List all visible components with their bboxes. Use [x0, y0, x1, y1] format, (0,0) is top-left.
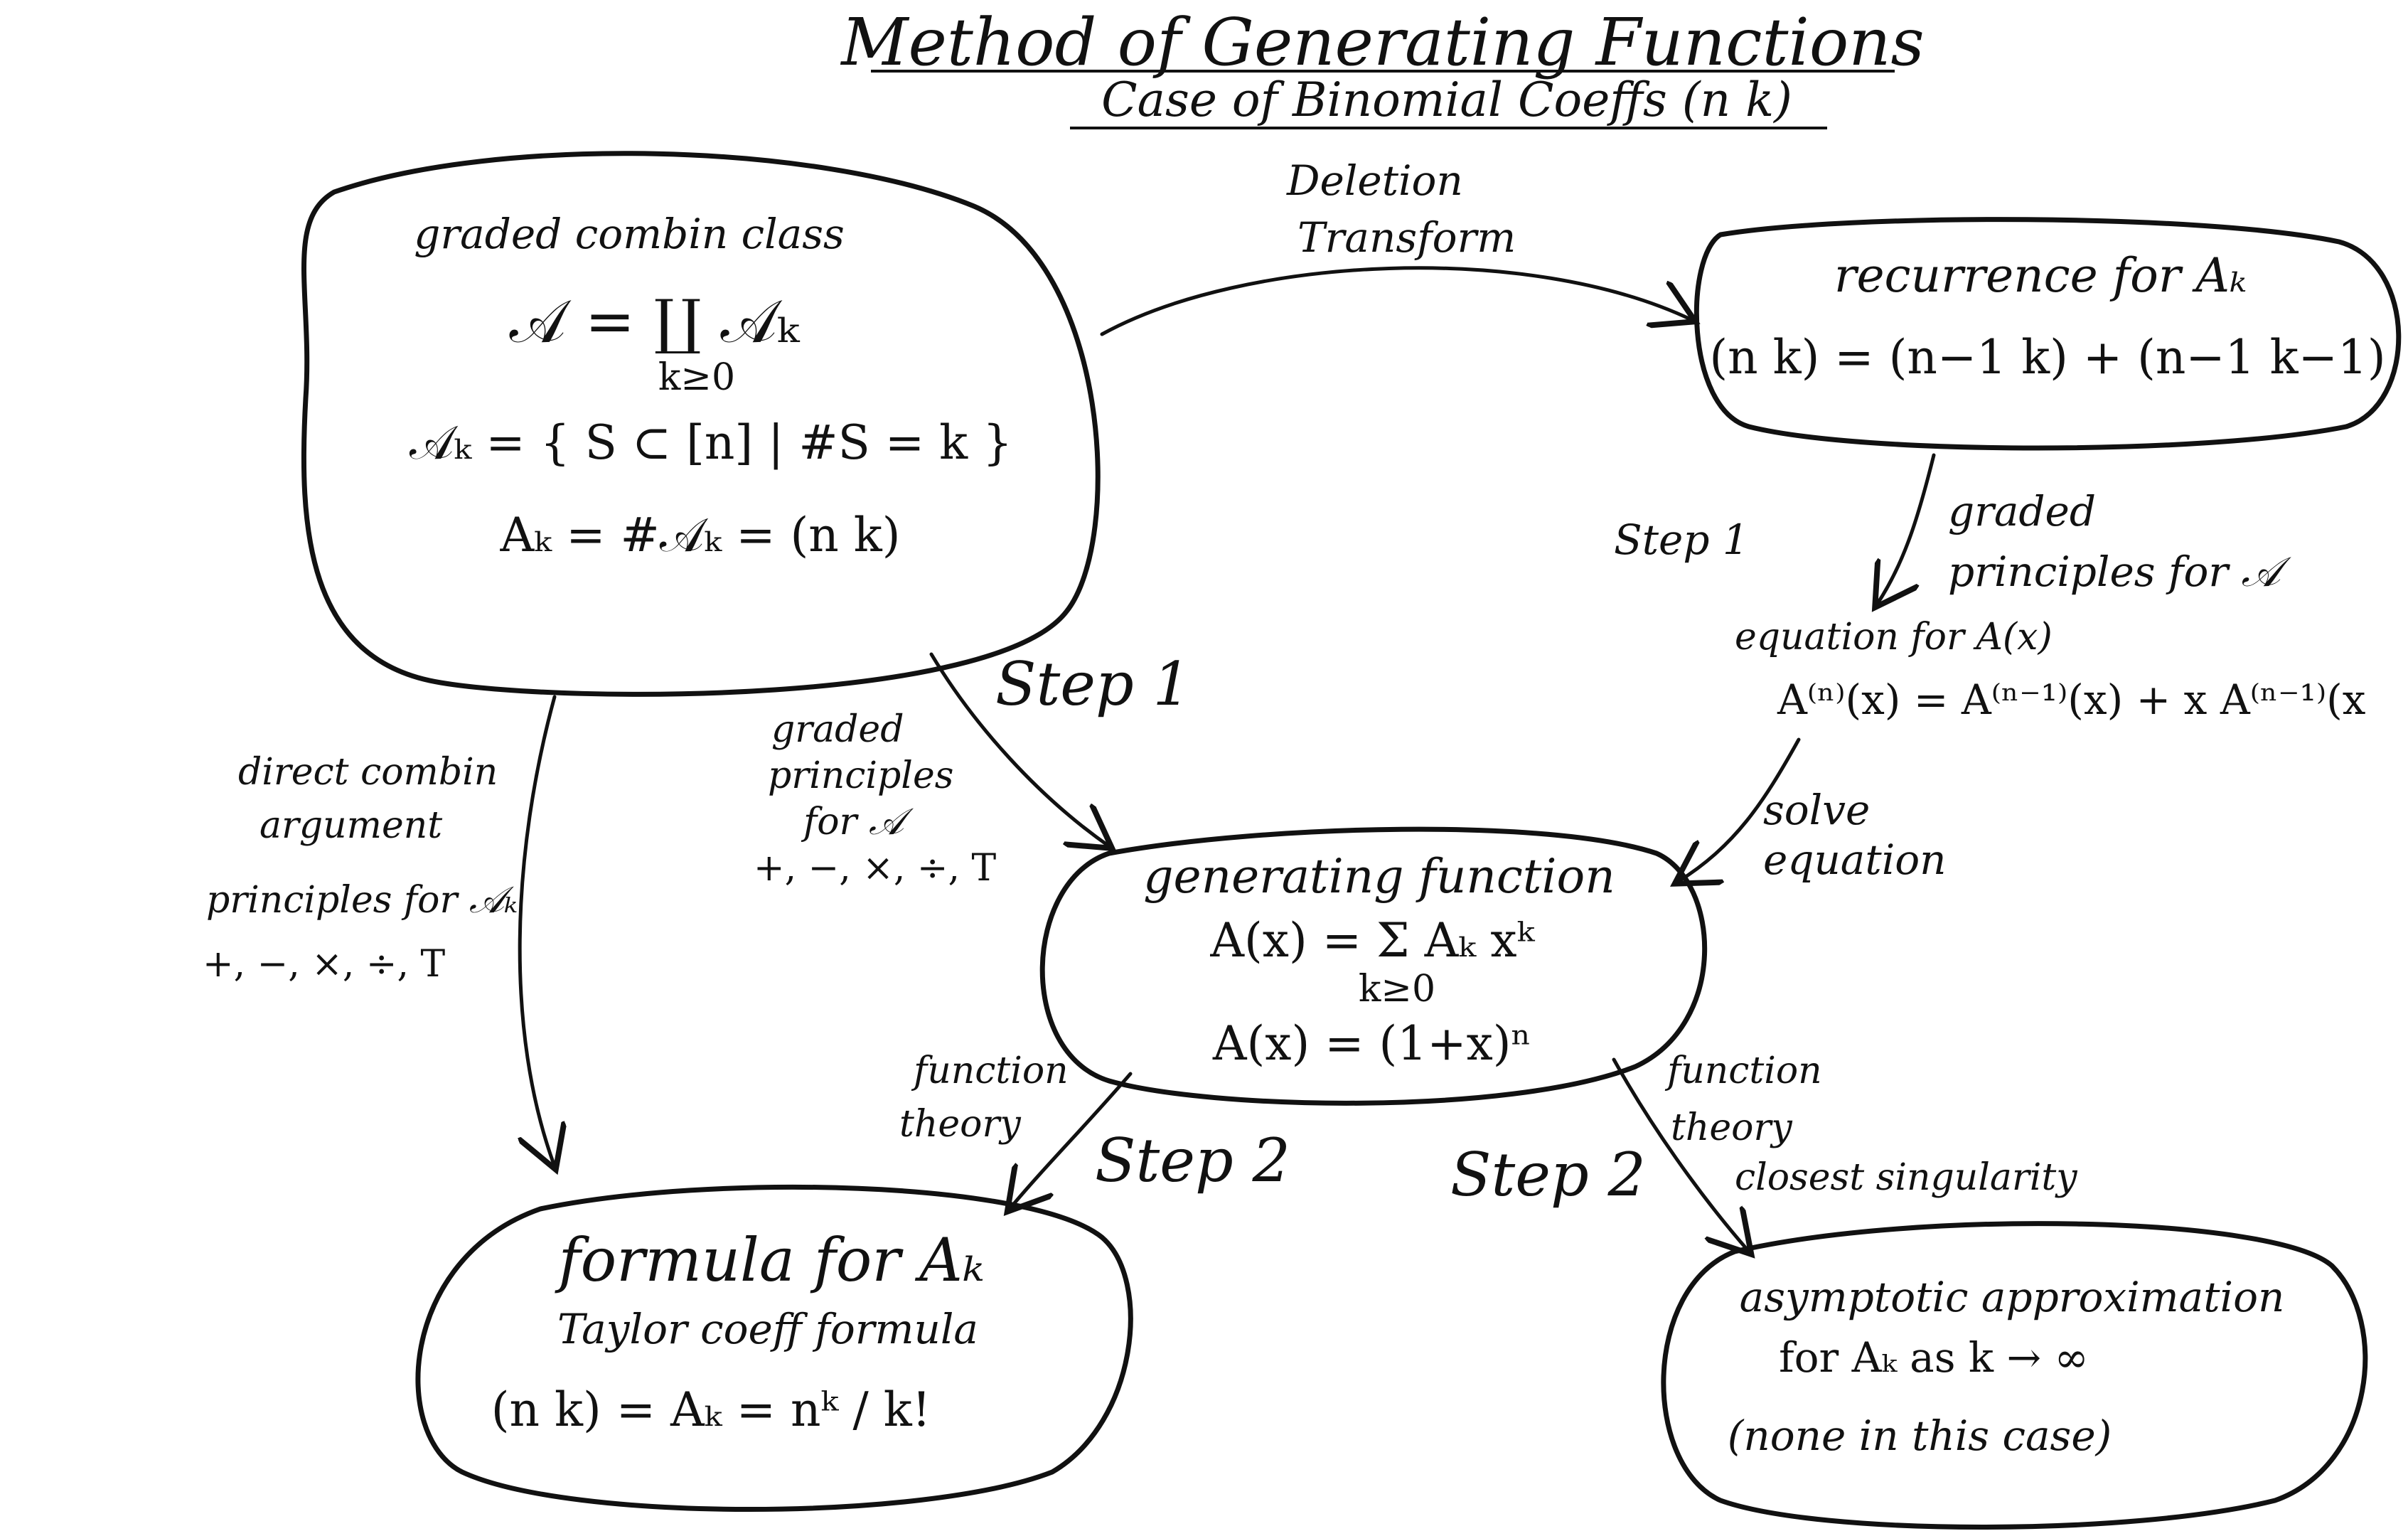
edge-step2-right: [1612, 1057, 1749, 1252]
edge-step2-right-note: closest singularity: [1735, 1156, 2077, 1199]
edge-label-direct-line4: +, −, ×, ÷, T: [203, 943, 446, 986]
node-formula-outline: [415, 1184, 1133, 1512]
edge-label-solve-line2: equation: [1763, 836, 1947, 884]
edge-step1-center-step: Step 1: [995, 649, 1191, 719]
edge-step1-right-equation-heading: equation for A(x): [1735, 616, 2053, 658]
edge-step2-left-label-line2: theory: [899, 1103, 1021, 1146]
edge-step2-left-label-line1: function: [914, 1050, 1069, 1092]
edge-step1-right: [1877, 453, 1936, 604]
node-genfunc-line2: A(x) = (1+x)ⁿ: [1212, 1016, 1532, 1071]
edge-step1-right-label-line2: principles for 𝒜: [1948, 548, 2281, 596]
node-genfunc-line1-sub: k≥0: [1358, 968, 1436, 1010]
edge-step1-right-equation: A⁽ⁿ⁾(x) = A⁽ⁿ⁻¹⁾(x) + x A⁽ⁿ⁻¹⁾(x: [1777, 676, 2366, 724]
edge-step2-left: [1010, 1072, 1133, 1209]
node-genfunc-line1: A(x) = Σ Aₖ xᵏ: [1210, 913, 1534, 968]
node-class-line3: Aₖ = #𝒜ₖ = (n k): [500, 508, 901, 562]
node-class-line1: 𝒜 = ∐ 𝒜ₖ: [509, 287, 799, 356]
edge-step1-center-label-line4: +, −, ×, ÷, T: [754, 847, 997, 890]
node-class-heading: graded combin class: [414, 210, 845, 258]
edge-label-deletion-line2: Transform: [1297, 213, 1516, 262]
node-formula-heading: formula for Aₖ: [558, 1225, 985, 1295]
edge-step2-right-step: Step 2: [1450, 1140, 1646, 1210]
edge-step1-right-label-line1: graded: [1948, 487, 2097, 535]
node-recurrence-line1: (n k) = (n−1 k) + (n−1 k−1): [1709, 330, 2386, 385]
edge-label-deletion-line1: Deletion: [1287, 156, 1463, 205]
edge-step2-right-label-line1: function: [1667, 1050, 1822, 1092]
edge-direct-combin: [520, 695, 555, 1166]
edge-step2-left-step: Step 2: [1095, 1126, 1290, 1195]
edge-solve-equation: [1678, 737, 1801, 882]
edge-step2-right-label-line2: theory: [1671, 1106, 1792, 1149]
edge-label-direct-line1: direct combin: [238, 751, 498, 794]
node-genfunc-outline: [1039, 826, 1708, 1106]
page-subtitle: Case of Binomial Coeffs (n k): [1101, 73, 1792, 127]
edge-step1-center-label-line3: for 𝒜: [803, 801, 904, 843]
node-genfunc-heading: generating function: [1143, 849, 1615, 904]
edge-step1-center: [929, 652, 1109, 846]
node-formula-line2: (n k) = Aₖ = nᵏ / k!: [491, 1382, 931, 1437]
edge-label-solve-line1: solve: [1763, 786, 1871, 834]
edge-label-direct-line3: principles for 𝒜ₖ: [206, 879, 518, 922]
node-class-outline: [301, 151, 1101, 697]
node-formula-line1: Taylor coeff formula: [557, 1305, 979, 1353]
node-asymptotic-line2: (none in this case): [1727, 1412, 2112, 1460]
node-asymptotic-heading: asymptotic approximation: [1739, 1273, 2285, 1321]
node-class-line2: 𝒜ₖ = { S ⊂ [n] | #S = k }: [409, 415, 1013, 470]
edge-label-direct-line2: argument: [259, 804, 443, 847]
node-asymptotic-outline: [1661, 1221, 2368, 1530]
node-asymptotic-line1: for Aₖ as k → ∞: [1779, 1333, 2089, 1382]
node-recurrence-heading: recurrence for Aₖ: [1834, 248, 2247, 303]
edge-step1-right-step: Step 1: [1614, 516, 1749, 564]
node-class-line1-sub: k≥0: [658, 356, 736, 399]
node-recurrence-outline: [1694, 217, 2402, 451]
page-title: Method of Generating Functions: [841, 4, 1925, 80]
edge-step1-center-label-line2: principles: [768, 754, 954, 797]
edge-deletion-transform: [1100, 266, 1692, 336]
edge-step1-center-label-line1: graded: [771, 708, 904, 751]
